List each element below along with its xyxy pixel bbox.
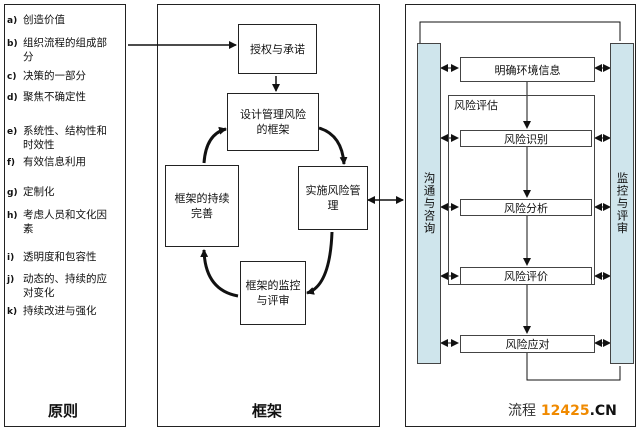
principle-item: c)决策的一部分 (7, 70, 86, 82)
authorization-box: 授权与承诺 (238, 24, 317, 74)
treatment-box: 风险应对 (460, 335, 595, 353)
principle-item: g)定制化 (7, 186, 55, 198)
evaluation-box: 风险评价 (460, 267, 592, 285)
implement-box: 实施风险管理 (298, 166, 368, 230)
site-watermark: 流程 12425.CN (508, 403, 617, 419)
monitoring-column: 监控与评审 (610, 43, 634, 364)
principle-item: k)持续改进与强化 (7, 305, 97, 317)
principle-item: h)考虑人员和文化因素 (7, 209, 107, 235)
framework-title: 框架 (252, 402, 283, 420)
analysis-box: 风险分析 (460, 199, 592, 216)
design-box: 设计管理风险的框架 (227, 93, 319, 151)
identification-box: 风险识别 (460, 130, 592, 147)
principle-item: j)动态的、持续的应对变化 (7, 273, 107, 299)
principles-title: 原则 (48, 402, 79, 420)
principle-item: b)组织流程的组成部分 (7, 37, 107, 63)
improve-box: 框架的持续完善 (165, 165, 239, 247)
risk-assessment-group (448, 95, 595, 285)
risk-assessment-label: 风险评估 (454, 99, 498, 112)
principle-item: a)创造价值 (7, 14, 65, 26)
context-box: 明确环境信息 (460, 57, 595, 82)
principles-panel (4, 4, 126, 427)
communication-column: 沟通与咨询 (417, 43, 441, 364)
principle-item: d)聚焦不确定性 (7, 91, 86, 103)
principle-item: f)有效信息利用 (7, 156, 86, 168)
principle-item: i)透明度和包容性 (7, 251, 97, 263)
principle-item: e)系统性、结构性和时效性 (7, 125, 107, 151)
monitor-box: 框架的监控与评审 (240, 261, 306, 325)
